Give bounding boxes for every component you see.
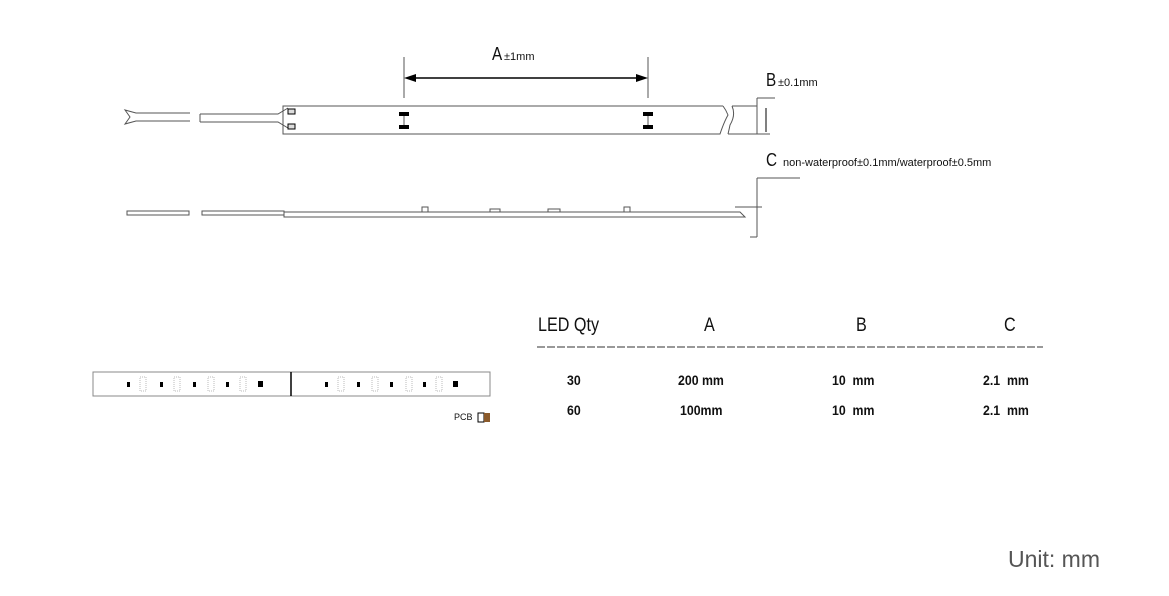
wire [199,107,289,129]
table-header-c: C [1004,315,1016,336]
dim-a-label: A±1mm [492,44,535,64]
table-header-a: A [704,315,715,336]
pcb-label: PCB [454,412,473,422]
table-header-led-qty: LED Qty [538,315,600,336]
table-cell: 200 mm [678,372,724,388]
unit-label: Unit: mm [1008,546,1100,572]
table-cell: 10 mm [832,402,875,418]
table-cell: 30 [567,372,581,388]
table-cell: 60 [567,402,581,418]
strip-side-view [283,211,747,218]
table-cell: 2.1 mm [983,402,1029,418]
table-cell: 10 mm [832,372,875,388]
table-header-b: B [856,315,867,336]
table-cell: 2.1 mm [983,372,1029,388]
wire-side [126,210,190,216]
dim-b-label: B±0.1mm [766,70,818,90]
pcb-brown-swatch [484,413,490,422]
strip-top-view [282,105,729,135]
pcb-white-swatch [477,412,485,423]
table-cell: 100mm [680,402,723,418]
wire-end [123,109,190,125]
